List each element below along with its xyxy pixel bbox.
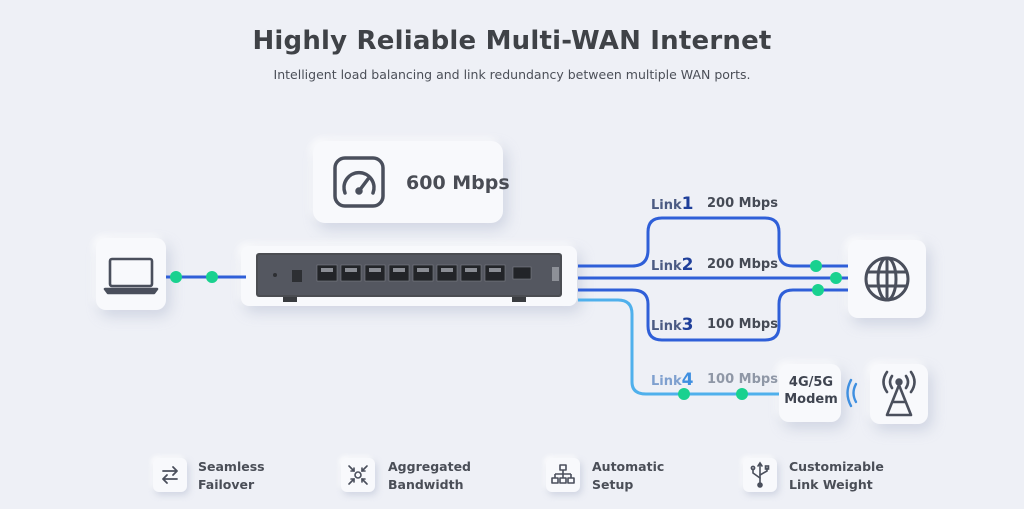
- link1-line: [578, 216, 848, 268]
- link3-rate: 100 Mbps: [707, 317, 778, 332]
- page-subtitle: Intelligent load balancing and link redu…: [273, 67, 751, 82]
- link4-line: [578, 298, 779, 396]
- cable-nodes: [170, 260, 842, 400]
- link2-rate: 200 Mbps: [707, 257, 778, 272]
- node: [736, 388, 748, 400]
- feature-weight: [743, 458, 777, 492]
- aggregation-icon: [348, 465, 368, 485]
- feature-failover: [153, 458, 187, 492]
- feature-aggregation: [341, 458, 375, 492]
- aggregate-speed-label: 600 Mbps: [406, 172, 510, 194]
- modem-card: [779, 364, 841, 422]
- node: [206, 271, 218, 283]
- laptop-card: [96, 238, 166, 310]
- wireless-signal-icon: [846, 378, 858, 408]
- failover-arrows-icon: [162, 466, 178, 484]
- cell-tower-icon: [882, 370, 916, 417]
- node: [678, 388, 690, 400]
- node: [830, 272, 842, 284]
- link4-rate: 100 Mbps: [707, 372, 778, 387]
- network-tree-icon: [551, 464, 575, 484]
- speedometer-icon: [333, 156, 385, 208]
- link3-name: Link3: [651, 315, 694, 335]
- link4-name: Link4: [651, 370, 694, 390]
- node: [810, 260, 822, 272]
- page-title: Highly Reliable Multi-WAN Internet: [252, 26, 772, 56]
- usb-fork-icon: [750, 461, 770, 488]
- router-device: [256, 253, 562, 302]
- link1-rate: 200 Mbps: [707, 196, 778, 211]
- laptop-icon: [103, 257, 159, 295]
- node: [812, 284, 824, 296]
- feature-setup: [546, 458, 580, 492]
- modem-label: 4G/5G Modem: [784, 375, 838, 407]
- link2-name: Link2: [651, 255, 694, 275]
- globe-icon: [864, 256, 910, 302]
- link3-line: [578, 288, 848, 342]
- link1-name: Link1: [651, 194, 694, 214]
- node: [170, 271, 182, 283]
